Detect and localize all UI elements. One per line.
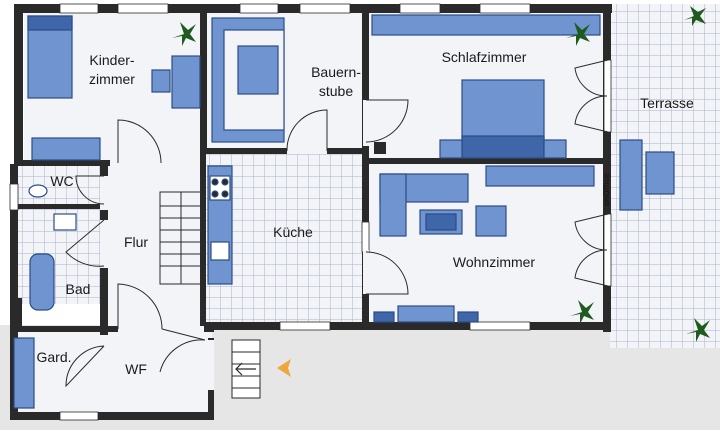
door-swing-icon: [65, 59, 609, 388]
entry-arrow-icon: [277, 359, 291, 377]
washbasin: [53, 213, 77, 231]
label-terrasse: Terrasse: [640, 95, 694, 111]
toilet-icon: [28, 184, 48, 198]
room-labels: Kinder- zimmer Bauern- stube Schlafzimme…: [36, 49, 694, 377]
wardrobe-gard: [13, 337, 35, 409]
plant-icon: [172, 6, 710, 342]
label-bauernstube-2: stube: [319, 83, 353, 99]
furniture: [13, 14, 675, 409]
kitchen-sink: [210, 241, 230, 261]
label-kinderzimmer-2: zimmer: [89, 71, 135, 87]
tv-bench: [397, 305, 455, 323]
label-gard: Gard.: [36, 349, 71, 365]
stairs-icon: [159, 191, 203, 285]
sofa-corner-side: [379, 173, 407, 237]
desk-kinderzimmer: [171, 55, 201, 109]
label-wf: WF: [125, 361, 147, 377]
armchair-wohnzimmer: [475, 205, 507, 237]
windows: [9, 3, 612, 421]
label-flur: Flur: [124, 234, 148, 250]
label-kinderzimmer-1: Kinder-: [89, 52, 134, 68]
label-kueche: Küche: [273, 224, 313, 240]
sideboard-wohnzimmer: [485, 165, 595, 187]
table-bauernstube: [237, 45, 279, 95]
label-schlafzimmer: Schlafzimmer: [442, 49, 527, 65]
chair-kinderzimmer: [151, 69, 171, 93]
label-wohnzimmer: Wohnzimmer: [453, 254, 536, 270]
lounger: [619, 139, 643, 211]
nightstand-left: [439, 139, 463, 159]
wardrobe-kinderzimmer: [31, 137, 101, 161]
label-wc: WC: [50, 173, 73, 189]
door-gaps: [100, 100, 369, 390]
floor-flur: [108, 162, 206, 334]
wardrobe-schlafzimmer: [371, 14, 601, 36]
label-bauernstube-1: Bauern-: [311, 64, 361, 80]
brand-logo: onOffice: [602, 173, 611, 206]
label-bad: Bad: [66, 281, 91, 297]
nightstand-right: [543, 139, 567, 159]
terrace-table: [645, 151, 675, 195]
bathtub: [29, 253, 55, 311]
entrance-steps: [231, 339, 261, 399]
chimney-marker: [374, 142, 386, 154]
